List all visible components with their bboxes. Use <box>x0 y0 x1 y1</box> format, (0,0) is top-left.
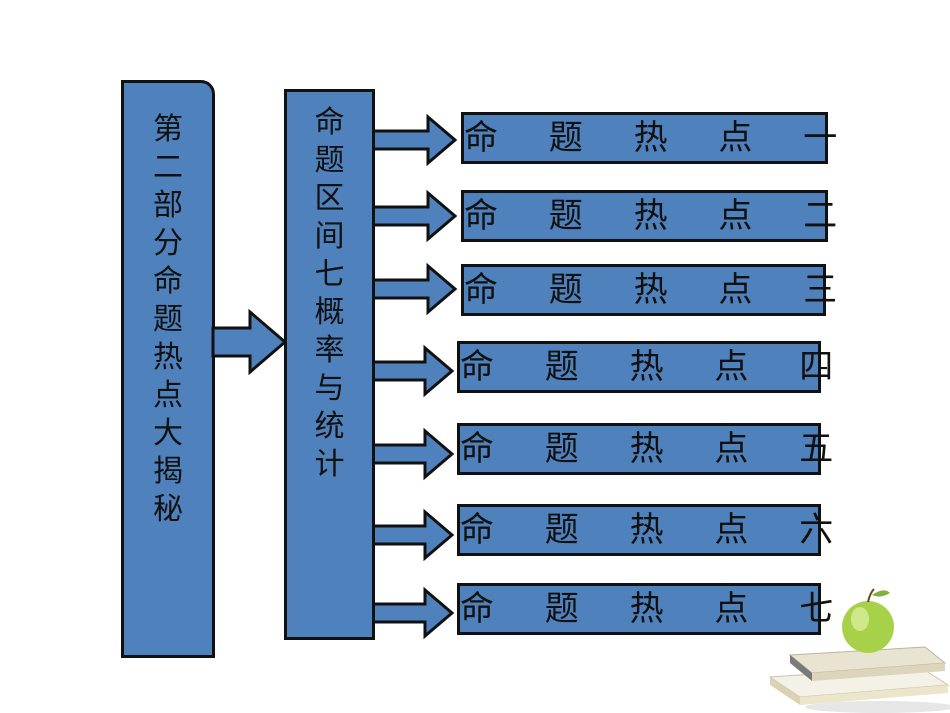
hot-point-box-6: 命 题 热 点 六 <box>457 504 854 556</box>
arrow-to-hot-4 <box>370 344 455 398</box>
arrow-to-hot-3 <box>370 262 458 316</box>
arrow-to-hot-7 <box>367 586 455 640</box>
left-title-text: 第二部分 命题热点大揭秘 <box>153 112 203 527</box>
hot-point-box-2: 命 题 热 点 二 <box>461 190 858 242</box>
hot-point-box-5: 命 题 热 点 五 <box>457 423 854 475</box>
arrow-to-hot-1 <box>370 113 458 167</box>
hot-point-label-3: 命 题 热 点 三 <box>464 270 858 310</box>
hot-point-label-2: 命 题 热 点 二 <box>464 196 858 236</box>
hot-point-label-4: 命 题 热 点 四 <box>460 347 854 387</box>
arrow-to-hot-6 <box>367 508 455 562</box>
arrow-to-hot-2 <box>370 189 458 243</box>
hot-point-label-7: 命 题 热 点 七 <box>460 589 854 629</box>
arrow-left-to-mid <box>211 308 288 376</box>
hot-point-box-4: 命 题 热 点 四 <box>457 341 854 393</box>
hot-point-box-7: 命 题 热 点 七 <box>457 583 854 635</box>
hot-point-box-3: 命 题 热 点 三 <box>461 264 858 316</box>
hot-point-label-5: 命 题 热 点 五 <box>460 429 854 469</box>
mid-topic-text: 命题区间七 概率与统计 <box>314 105 364 482</box>
hot-point-label-1: 命 题 热 点 一 <box>464 118 858 158</box>
arrow-to-hot-5 <box>367 427 455 481</box>
apple-on-books-icon <box>768 588 950 713</box>
hot-point-box-1: 命 题 热 点 一 <box>461 112 858 164</box>
left-title-box: 第二部分 命题热点大揭秘 <box>121 80 215 658</box>
hot-point-label-6: 命 题 热 点 六 <box>460 510 854 550</box>
mid-topic-box: 命题区间七 概率与统计 <box>284 89 375 640</box>
